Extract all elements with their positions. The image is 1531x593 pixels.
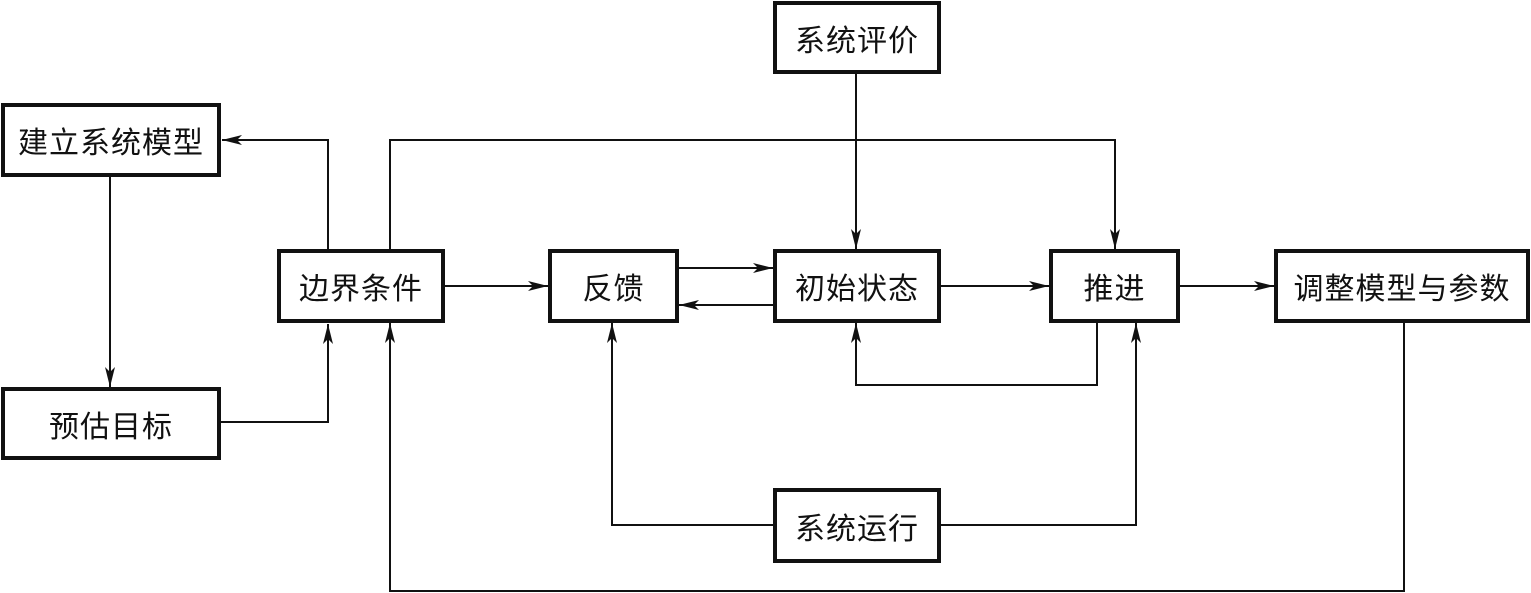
node-estimate-target: 预估目标 — [1, 387, 221, 460]
node-build-model: 建立系统模型 — [1, 103, 221, 177]
edge-operation-to-feedback — [607, 323, 774, 526]
node-feedback: 反馈 — [548, 249, 679, 323]
node-label: 建立系统模型 — [18, 126, 204, 161]
node-system-evaluation: 系统评价 — [773, 1, 941, 74]
node-system-operation: 系统运行 — [773, 488, 941, 563]
node-boundary-conditions: 边界条件 — [277, 249, 445, 323]
edge-boundary-to-build-model — [222, 135, 329, 250]
node-label: 推进 — [1083, 272, 1146, 307]
node-label: 初始状态 — [795, 272, 919, 307]
edge-boundary-to-advance — [389, 139, 1120, 250]
edge-operation-to-advance — [940, 323, 1141, 526]
node-label: 系统运行 — [795, 511, 919, 547]
node-advance: 推进 — [1049, 249, 1180, 323]
node-label: 预估目标 — [49, 409, 173, 445]
node-label: 系统评价 — [795, 23, 919, 59]
node-label: 调整模型与参数 — [1293, 272, 1511, 307]
edge-estimate-target-to-boundary — [220, 324, 333, 423]
node-label: 边界条件 — [299, 272, 423, 307]
edge-adjust-to-boundary — [385, 322, 1405, 592]
node-initial-state: 初始状态 — [773, 249, 941, 323]
node-label: 反馈 — [582, 272, 645, 307]
node-adjust-model-params: 调整模型与参数 — [1274, 249, 1530, 323]
edge-advance-to-initial-state — [851, 322, 1098, 386]
